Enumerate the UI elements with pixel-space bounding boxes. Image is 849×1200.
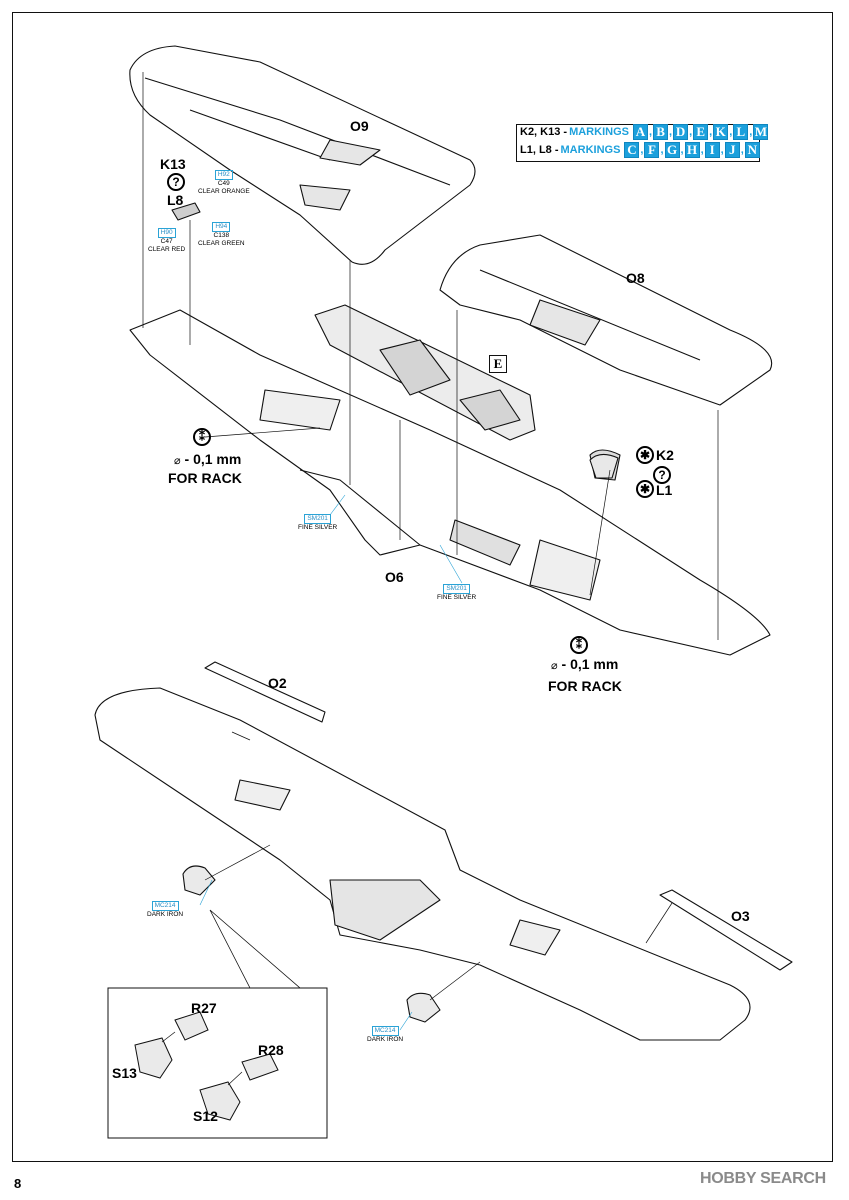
paint-code: H92 [214,170,233,180]
markings-row-2-prefix: L1, L8 - [520,144,559,156]
drill-hole-icon: ⁑ [193,428,211,446]
part-label-s13: S13 [112,1065,137,1081]
part-label-s12: S12 [193,1108,218,1124]
star-insignia-icon: ✱ [636,446,654,464]
markings-row-2: L1, L8 - MARKINGS C, F, G, H, I, J, N [520,142,760,158]
marking-letter: A [632,124,648,140]
marking-letter: K [713,124,729,140]
paint-name: DARK IRON [367,1036,404,1043]
part-label-o8: O8 [626,270,645,286]
part-shape-s13 [134,1037,173,1079]
paint-name: CLEAR ORANGE [198,188,250,195]
rack-part-left [182,865,216,896]
rack-part-right [406,992,441,1023]
inset-detail-box [107,987,328,1139]
paint-callout-h90: H90 C47 CLEAR RED [148,228,185,254]
page-number: 8 [14,1176,22,1191]
paint-callout-h92: H92 C49 CLEAR ORANGE [198,170,250,196]
drill-size-right: ⌀ - 0,1 mm [551,656,618,672]
tab-part-l8 [171,202,201,221]
paint-sub: C49 [217,180,230,187]
markings-row-1-prefix: K2, K13 - [520,126,568,138]
marking-letter: H [684,142,700,158]
for-rack-left: FOR RACK [168,470,242,486]
strip-part-o3 [659,889,793,971]
diameter-icon: ⌀ [174,455,181,467]
markings-row-2-keyword: MARKINGS [560,144,621,156]
part-label-o2: O2 [268,675,287,691]
paint-name: FINE SILVER [437,594,477,601]
markings-row-1: K2, K13 - MARKINGS A, B, D, E, K, L, M [520,124,769,140]
paint-code: H90 [157,228,176,238]
part-label-r28: R28 [258,1042,284,1058]
fairing-part-k2 [589,453,619,479]
marking-letter: N [744,142,760,158]
drill-hole-icon: ⁑ [570,636,588,654]
part-label-o6: O6 [385,569,404,585]
assembled-wing [94,687,751,1041]
diameter-icon: ⌀ [551,660,558,672]
watermark-text: HOBBY SEARCH [700,1170,826,1187]
part-shape-r27 [174,1011,209,1041]
watermark-logo: HOBBY SEARCH [700,1170,826,1188]
marking-letter: D [673,124,689,140]
part-label-r27: R27 [191,1000,217,1016]
marking-letter: L [733,124,749,140]
star-insignia-icon: ✱ [636,480,654,498]
part-label-o3: O3 [731,908,750,924]
paint-code: MC214 [371,1026,399,1036]
paint-code: MC214 [151,901,179,911]
paint-callout-h94: H94 C138 CLEAR GREEN [198,222,245,248]
wing-part-o6 [129,309,771,656]
part-label-l1: L1 [656,482,673,498]
marking-letter: F [644,142,660,158]
paint-sub: C138 [213,232,230,239]
marking-letter: E [693,124,709,140]
markings-row-1-keyword: MARKINGS [569,126,629,138]
part-label-l8: L8 [167,192,184,208]
paint-callout-mc214-a: MC214 DARK IRON [147,901,183,919]
part-label-k13: K13 [160,156,186,172]
paint-name: FINE SILVER [298,524,338,531]
paint-code: SM201 [304,514,331,524]
paint-code: SM201 [443,584,470,594]
part-label-k2: K2 [656,447,674,463]
paint-name: CLEAR GREEN [198,240,245,247]
part-shape-s12 [199,1081,241,1121]
part-label-e: E [489,355,507,373]
wing-part-o9 [129,45,476,265]
marking-letter: G [664,142,680,158]
marking-letter: M [753,124,769,140]
paint-callout-sm201-a: SM201 FINE SILVER [298,514,337,532]
question-icon: ? [167,173,185,191]
drill-size-left-text: - 0,1 mm [184,451,242,467]
marking-letter: C [624,142,640,158]
paint-name: CLEAR RED [148,246,186,253]
paint-sub: C47 [160,238,173,245]
page-frame [12,12,833,1162]
paint-code: H94 [212,222,231,232]
drill-size-right-text: - 0,1 mm [561,656,619,672]
paint-callout-mc214-b: MC214 DARK IRON [367,1026,403,1044]
drill-size-left: ⌀ - 0,1 mm [174,451,241,467]
paint-name: DARK IRON [147,911,184,918]
strip-part-o2 [204,661,326,723]
wing-part-o8 [439,234,773,406]
question-icon: ? [653,466,671,484]
marking-letter: I [704,142,720,158]
paint-callout-sm201-b: SM201 FINE SILVER [437,584,476,602]
marking-letter: B [653,124,669,140]
marking-letter: J [724,142,740,158]
part-shape-r28 [241,1053,279,1081]
part-label-o9: O9 [350,118,369,134]
for-rack-right: FOR RACK [548,678,622,694]
wheel-well-part [314,304,536,441]
